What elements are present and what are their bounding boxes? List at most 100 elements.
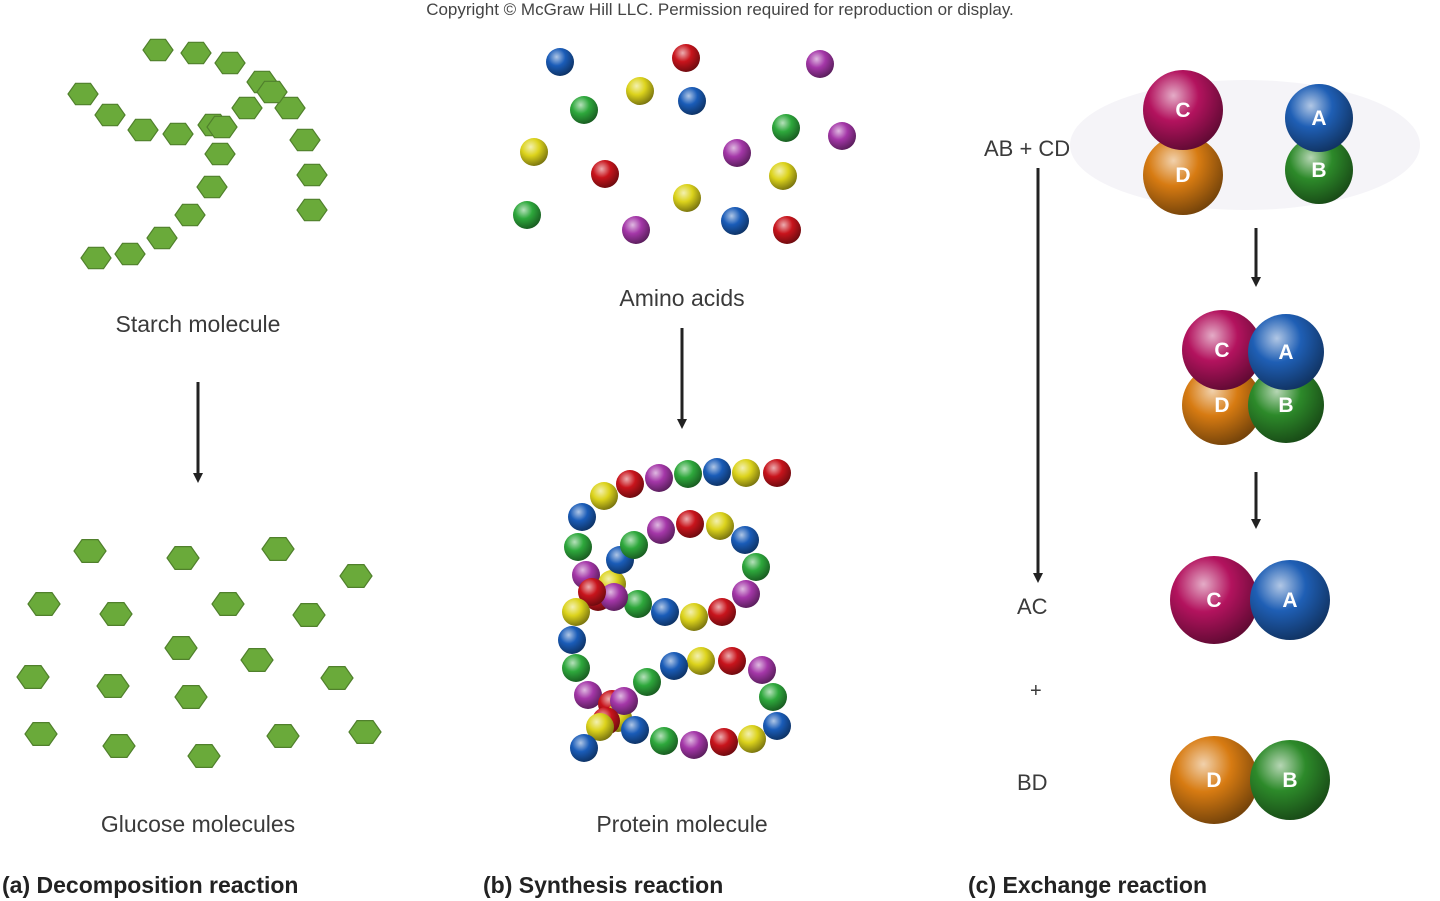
amino-acid [570, 96, 598, 124]
atom-c-label: C [1175, 99, 1190, 122]
atom-a-label: A [1311, 107, 1326, 130]
motion-blur [1070, 80, 1420, 210]
atom-a [1285, 84, 1353, 152]
amino-acid [678, 87, 706, 115]
protein-bead [710, 728, 738, 756]
amino-acid [723, 139, 751, 167]
starch-glucose-unit [80, 246, 112, 270]
protein-molecule-label: Protein molecule [596, 811, 768, 837]
copyright-notice: Copyright © McGraw Hill LLC. Permission … [426, 0, 1014, 19]
amino-acid [773, 216, 801, 244]
protein-bead [562, 654, 590, 682]
atom-b [1250, 740, 1330, 820]
reactants-equation: AB + CD [984, 136, 1071, 161]
starch-glucose-unit [274, 96, 306, 120]
reaction-arrows [193, 168, 1261, 583]
atom-c-label: C [1206, 589, 1221, 612]
protein-bead [708, 598, 736, 626]
amino-acid [673, 184, 701, 212]
atom-d [1143, 135, 1223, 215]
atom-b [1248, 367, 1324, 443]
protein-bead [759, 683, 787, 711]
atom-d-label: D [1214, 394, 1229, 417]
protein-bead [610, 687, 638, 715]
glucose-molecule [99, 601, 133, 627]
protein-bead [706, 512, 734, 540]
plus-sign: + [1030, 680, 1042, 702]
protein-bead [732, 580, 760, 608]
protein-bead [621, 716, 649, 744]
starch-glucose-unit [289, 128, 321, 152]
glucose-molecule [292, 602, 326, 628]
starch-glucose-unit [296, 198, 328, 222]
starch-glucose-unit [174, 203, 206, 227]
atom-a [1248, 314, 1324, 390]
amino-acid [626, 77, 654, 105]
protein-bead [645, 464, 673, 492]
amino-acid [520, 138, 548, 166]
protein-bead [660, 652, 688, 680]
atom-a-label: A [1282, 589, 1297, 612]
atom-a [1250, 560, 1330, 640]
glucose-molecule [348, 719, 382, 745]
protein-bead [616, 470, 644, 498]
protein-bead [676, 510, 704, 538]
amino-acid [672, 44, 700, 72]
protein-bead [590, 482, 618, 510]
glucose-molecule [73, 538, 107, 564]
glucose-molecule [187, 743, 221, 769]
starch-molecule [67, 38, 328, 270]
glucose-molecule [261, 536, 295, 562]
starch-glucose-unit [67, 82, 99, 106]
glucose-molecule [102, 733, 136, 759]
glucose-molecule [164, 635, 198, 661]
glucose-molecule [24, 721, 58, 747]
amino-acid [591, 160, 619, 188]
glucose-molecule [320, 665, 354, 691]
amino-acid [721, 207, 749, 235]
starch-glucose-unit [142, 38, 174, 62]
starch-glucose-unit [206, 115, 238, 139]
protein-bead [620, 531, 648, 559]
exchange-caption: (c) Exchange reaction [968, 872, 1208, 898]
glucose-molecule [211, 591, 245, 617]
protein-bead [647, 516, 675, 544]
glucose-molecule [240, 647, 274, 673]
protein-bead [732, 459, 760, 487]
starch-glucose-unit [214, 51, 246, 75]
protein-bead [624, 590, 652, 618]
starch-glucose-unit [127, 118, 159, 142]
protein-bead [748, 656, 776, 684]
atom-a-label: A [1278, 341, 1293, 364]
protein-bead [763, 459, 791, 487]
protein-bead [562, 598, 590, 626]
protein-bead [731, 526, 759, 554]
amino-acids [513, 44, 856, 244]
atom-c [1143, 70, 1223, 150]
protein-bead [738, 725, 766, 753]
glucose-molecules [16, 536, 382, 769]
protein-bead [600, 583, 628, 611]
protein-bead [633, 668, 661, 696]
synthesis-caption: (b) Synthesis reaction [483, 872, 724, 898]
glucose-molecule [339, 563, 373, 589]
starch-molecule-label: Starch molecule [115, 311, 281, 337]
protein-bead [650, 727, 678, 755]
glucose-molecule [27, 591, 61, 617]
glucose-molecule [174, 684, 208, 710]
atom-c [1170, 556, 1258, 644]
starch-glucose-unit [180, 41, 212, 65]
amino-acid [546, 48, 574, 76]
glucose-molecule [266, 723, 300, 749]
starch-glucose-unit [196, 175, 228, 199]
amino-acids-label: Amino acids [619, 285, 745, 311]
atom-b-label: B [1282, 769, 1297, 792]
protein-bead [568, 503, 596, 531]
atom-d [1170, 736, 1258, 824]
protein-bead [680, 603, 708, 631]
amino-acid [828, 122, 856, 150]
starch-glucose-unit [256, 80, 288, 104]
protein-bead [586, 713, 614, 741]
